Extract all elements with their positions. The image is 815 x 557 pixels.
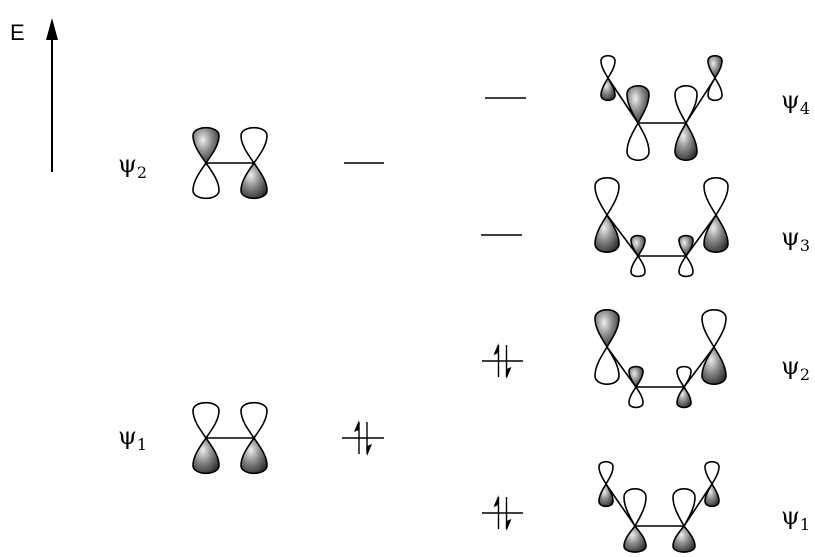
energy-axis: E (10, 18, 58, 172)
ethylene-psi2-symbol: ψ (118, 150, 137, 178)
carbon-1-p-orbital-bottom-lobe (192, 161, 220, 200)
c3-p-orbital-top-lobe (678, 234, 694, 258)
c1-p-orbital-bottom-lobe (594, 345, 620, 385)
butadiene-psi3-symbol: ψ (781, 223, 800, 251)
carbon-1-p-orbital-top-lobe (192, 126, 220, 165)
spin-down-arrowhead (367, 444, 372, 456)
c1-p-orbital-bottom-lobe (598, 482, 614, 508)
carbon-1-p-orbital-top-lobe (192, 401, 220, 440)
c3-p-orbital-top-lobe (676, 365, 692, 389)
c4-p-orbital-top-lobe (701, 309, 727, 349)
carbon-2-p-orbital-top-lobe (240, 401, 268, 440)
carbon-1-p-orbital-bottom-lobe (192, 436, 220, 475)
c1-p-orbital-top-lobe (594, 177, 620, 217)
spin-up-arrowhead (493, 495, 499, 507)
butadiene-psi1-subscript: 1 (800, 515, 810, 534)
butadiene-psi4-subscript: 4 (800, 99, 810, 118)
c4-p-orbital-bottom-lobe (707, 76, 723, 102)
c4-p-orbital-top-lobe (707, 54, 723, 80)
sigma-bond-1 (605, 483, 636, 527)
carbon-2-p-orbital-bottom-lobe (240, 436, 268, 475)
butadiene-psi3-orbitals (594, 177, 729, 278)
c2-p-orbital-top-lobe (623, 488, 647, 528)
butadiene-psi2-label: ψ2 (781, 352, 810, 384)
spin-down-arrowhead (506, 519, 512, 531)
energy-axis-arrowhead (46, 18, 58, 40)
butadiene-psi2-subscript: 2 (800, 365, 810, 384)
ethylene-psi1-subscript: 1 (137, 435, 147, 454)
c1-p-orbital-bottom-lobe (594, 213, 620, 253)
sigma-bond-1 (606, 214, 639, 257)
c3-p-orbital-bottom-lobe (678, 254, 694, 278)
ethylene-psi2-orbitals (192, 126, 268, 200)
c2-p-orbital-top-lobe (626, 85, 650, 125)
carbon-2-p-orbital-top-lobe (240, 126, 268, 165)
butadiene-psi4-orbitals (600, 54, 723, 161)
butadiene-psi1-orbitals (598, 460, 720, 553)
c2-p-orbital-bottom-lobe (630, 254, 646, 278)
ethylene-psi1-level (342, 420, 384, 456)
c1-p-orbital-top-lobe (594, 309, 620, 349)
ethylene-psi1-orbitals (192, 401, 268, 475)
c3-p-orbital-top-lobe (674, 85, 698, 125)
c4-p-orbital-bottom-lobe (703, 213, 729, 253)
ethylene-psi2-subscript: 2 (137, 163, 147, 182)
butadiene-psi1-label: ψ1 (781, 502, 810, 534)
c3-p-orbital-bottom-lobe (674, 121, 698, 161)
c1-p-orbital-top-lobe (598, 460, 614, 486)
butadiene-psi3-label: ψ3 (781, 223, 810, 255)
sigma-bond-3 (683, 346, 715, 388)
c3-p-orbital-bottom-lobe (676, 385, 692, 409)
c3-p-orbital-bottom-lobe (672, 524, 696, 553)
c4-p-orbital-bottom-lobe (704, 482, 720, 508)
ethylene-psi1-label: ψ1 (118, 422, 147, 454)
spin-up-arrowhead (493, 343, 499, 355)
c2-p-orbital-top-lobe (630, 234, 646, 258)
c2-p-orbital-bottom-lobe (623, 524, 647, 553)
butadiene-psi2-symbol: ψ (781, 352, 800, 380)
butadiene-psi2-orbitals (594, 309, 727, 409)
c3-p-orbital-top-lobe (672, 488, 696, 528)
ethylene-psi1-symbol: ψ (118, 422, 137, 450)
c4-p-orbital-bottom-lobe (701, 345, 727, 385)
butadiene-psi1-level (482, 495, 523, 531)
energy-axis-label: E (10, 20, 25, 45)
c4-p-orbital-top-lobe (703, 177, 729, 217)
ethylene-psi2-label: ψ2 (118, 150, 147, 182)
spin-up-arrowhead (354, 420, 359, 432)
spin-down-arrowhead (506, 367, 512, 379)
butadiene-psi4-symbol: ψ (781, 86, 800, 114)
butadiene-psi4-label: ψ4 (781, 86, 810, 118)
butadiene-psi2-level (482, 343, 523, 379)
c1-p-orbital-top-lobe (600, 54, 616, 80)
c2-p-orbital-top-lobe (628, 365, 644, 389)
c4-p-orbital-top-lobe (704, 460, 720, 486)
c1-p-orbital-bottom-lobe (600, 76, 616, 102)
c2-p-orbital-bottom-lobe (628, 385, 644, 409)
butadiene-psi3-subscript: 3 (800, 236, 810, 255)
butadiene-psi1-symbol: ψ (781, 502, 800, 530)
carbon-2-p-orbital-bottom-lobe (240, 161, 268, 200)
c2-p-orbital-bottom-lobe (626, 121, 650, 161)
